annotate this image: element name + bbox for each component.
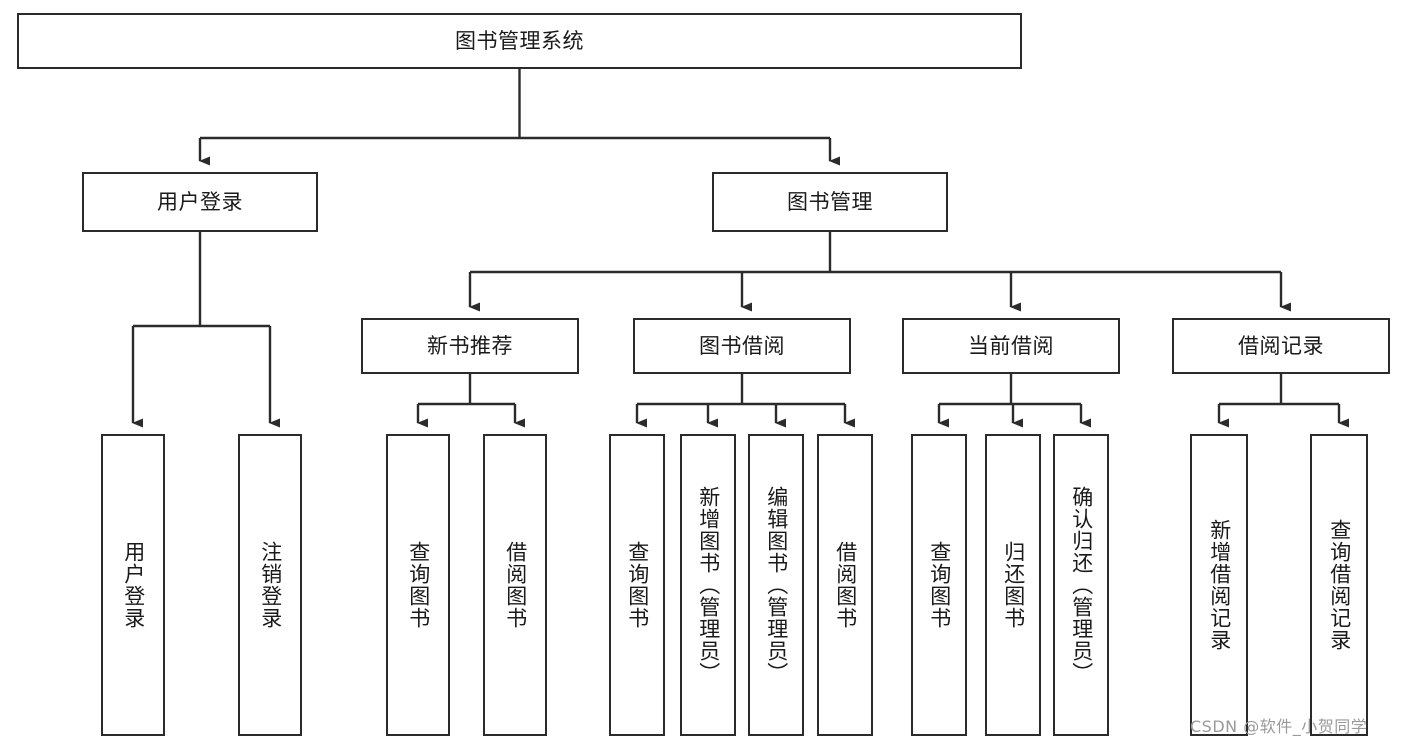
node-label: 新书推荐 [427, 333, 513, 358]
node-label: 用户登录 [157, 189, 243, 214]
node-current-borrow[interactable]: 当前借阅 [902, 318, 1120, 374]
node-book-borrow[interactable]: 图书借阅 [633, 318, 851, 374]
node-label: 归还图书 [1001, 541, 1026, 629]
node-label: 新增借阅记录 [1207, 519, 1232, 651]
node-leaf-add-borrow-record[interactable]: 新增借阅记录 [1190, 434, 1248, 736]
node-label: 借阅记录 [1238, 333, 1324, 358]
node-label: 查询借阅记录 [1327, 519, 1352, 651]
node-leaf-logout-login[interactable]: 注销登录 [238, 434, 302, 736]
node-root[interactable]: 图书管理系统 [17, 13, 1022, 69]
node-leaf-add-book-admin[interactable]: 新增图书（管理员） [680, 434, 736, 736]
node-label: 编辑图书（管理员） [764, 486, 789, 684]
node-leaf-query-borrow-record[interactable]: 查询借阅记录 [1310, 434, 1368, 736]
node-label: 借阅图书 [833, 541, 858, 629]
node-label: 查询图书 [927, 541, 952, 629]
node-label: 新增图书（管理员） [696, 486, 721, 684]
csdn-watermark: CSDN @软件_小贺同学 [1190, 717, 1368, 736]
node-label: 确认归还（管理员） [1069, 486, 1094, 684]
node-label: 查询图书 [406, 541, 431, 629]
node-label: 图书管理 [787, 189, 873, 214]
node-leaf-query-book-current[interactable]: 查询图书 [911, 434, 967, 736]
node-leaf-query-book-recommend[interactable]: 查询图书 [386, 434, 450, 736]
node-label: 注销登录 [258, 541, 283, 629]
node-label: 用户登录 [121, 541, 146, 629]
node-leaf-edit-book-admin[interactable]: 编辑图书（管理员） [748, 434, 804, 736]
node-leaf-borrow-book[interactable]: 借阅图书 [817, 434, 873, 736]
node-borrow-record[interactable]: 借阅记录 [1172, 318, 1390, 374]
node-label: 查询图书 [625, 541, 650, 629]
node-label: 借阅图书 [503, 541, 528, 629]
node-leaf-confirm-return-admin[interactable]: 确认归还（管理员） [1053, 434, 1109, 736]
node-leaf-user-login[interactable]: 用户登录 [101, 434, 165, 736]
node-label: 图书借阅 [699, 333, 785, 358]
node-user-login[interactable]: 用户登录 [82, 172, 318, 232]
node-label: 图书管理系统 [455, 28, 584, 53]
node-leaf-borrow-book-recommend[interactable]: 借阅图书 [483, 434, 547, 736]
node-label: 当前借阅 [968, 333, 1054, 358]
node-leaf-return-book[interactable]: 归还图书 [985, 434, 1041, 736]
node-book-manage[interactable]: 图书管理 [712, 172, 948, 232]
node-leaf-query-book-borrow[interactable]: 查询图书 [609, 434, 665, 736]
node-new-book-recommend[interactable]: 新书推荐 [361, 318, 579, 374]
